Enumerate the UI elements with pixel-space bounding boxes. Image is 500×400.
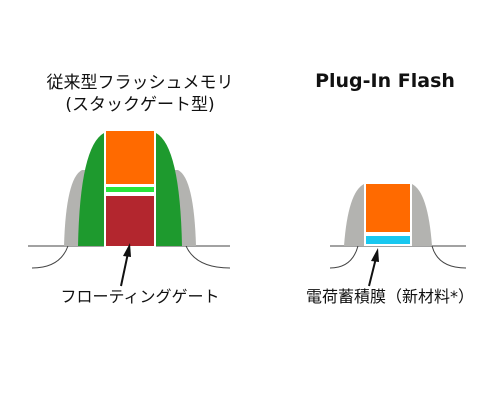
plug-in-gate	[366, 184, 410, 232]
spacer-left	[344, 184, 364, 246]
conventional-cell	[28, 131, 231, 287]
spacer-right	[412, 184, 432, 246]
charge-film-arrow-shaft	[368, 257, 377, 287]
conventional-flash-title-line2: (スタックゲート型)	[65, 95, 215, 115]
floating-gate-caption: フローティングゲート	[60, 287, 220, 306]
floating-gate-arrow-shaft	[120, 252, 129, 287]
plug-in-flash-cell	[329, 184, 467, 287]
sidewall-right	[156, 133, 182, 246]
conventional-flash-title: 従来型フラッシュメモリ (スタックゲート型)	[20, 72, 260, 116]
control-gate	[106, 131, 154, 184]
charge-storage-film	[366, 236, 410, 244]
source-diffusion-curve	[31, 245, 69, 269]
source-diffusion-curve-right	[329, 245, 359, 269]
inter-gate-insulator	[106, 187, 154, 192]
charge-storage-film-caption: 電荷蓄積膜（新材料*）	[305, 287, 474, 306]
drain-diffusion-curve-right	[431, 245, 467, 269]
charge-film-arrow-head	[371, 248, 379, 262]
plug-in-flash-title: Plug-In Flash	[315, 70, 455, 92]
conventional-flash-title-line1: 従来型フラッシュメモリ	[46, 73, 234, 93]
sidewall-left	[78, 133, 104, 246]
drain-diffusion-curve	[185, 245, 231, 269]
floating-gate-arrow-head	[123, 243, 131, 257]
floating-gate	[106, 196, 154, 246]
